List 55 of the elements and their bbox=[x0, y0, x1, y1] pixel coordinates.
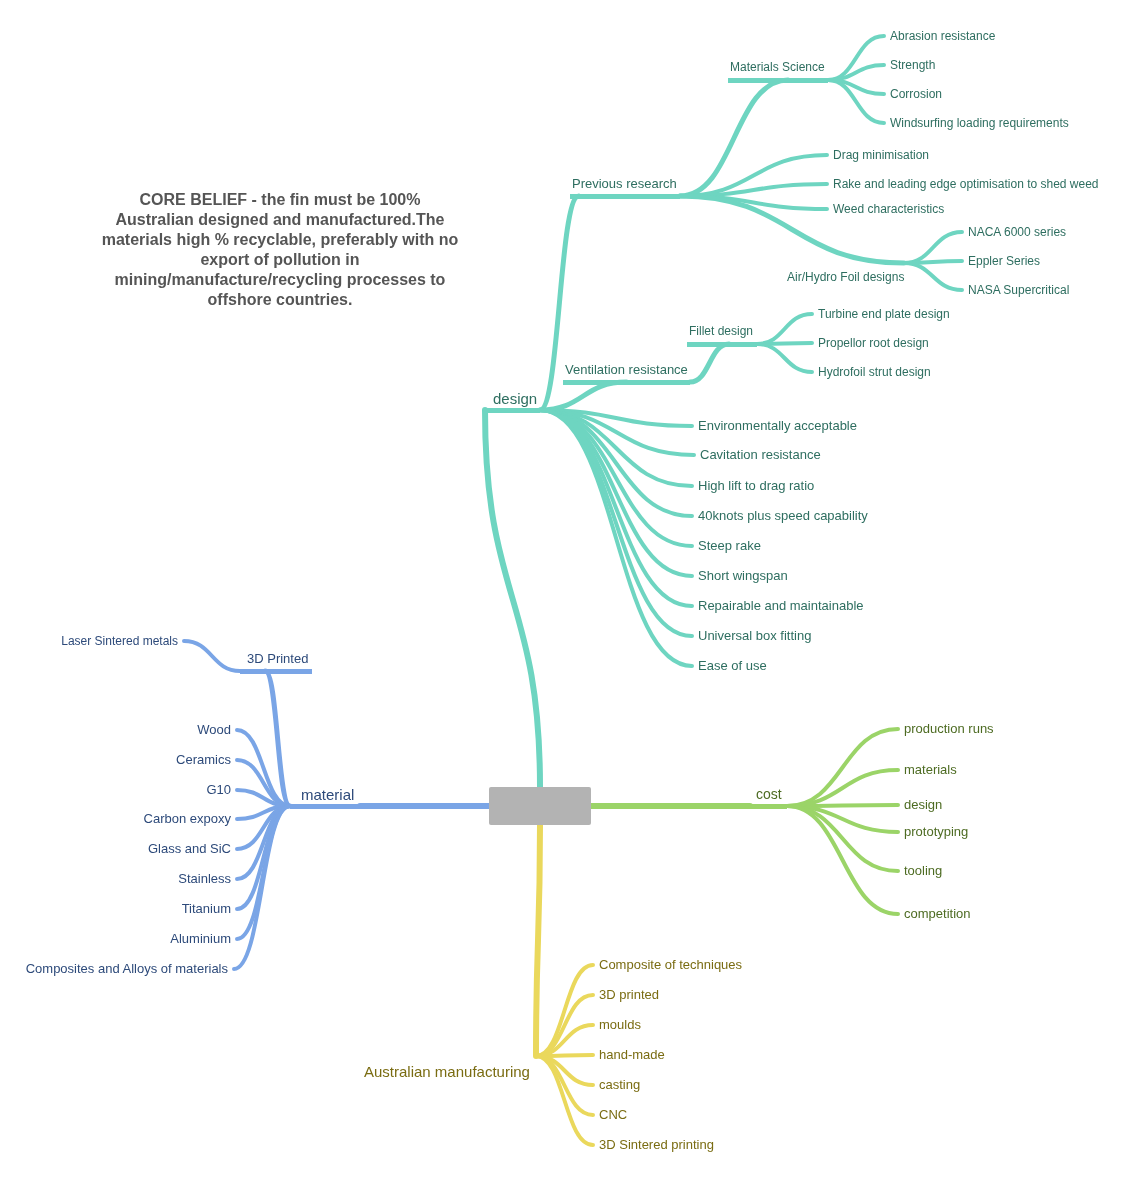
topic-label: Carbon expoxy bbox=[143, 810, 237, 828]
topic-label: Short wingspan bbox=[692, 567, 788, 585]
topic-label: Eppler Series bbox=[962, 252, 1041, 270]
topic-label: Titanium bbox=[181, 900, 237, 918]
branch-line bbox=[677, 193, 907, 266]
topic-label: production runs bbox=[898, 720, 994, 738]
topic-label: Corrosion bbox=[884, 85, 943, 103]
topic-label: moulds bbox=[593, 1016, 641, 1034]
topic-label: Composite of techniques bbox=[593, 956, 743, 974]
topic-label: Steep rake bbox=[692, 537, 761, 555]
topic-label: materials bbox=[898, 761, 957, 779]
topic-label: Stainless bbox=[178, 870, 237, 888]
topic-label: Glass and SiC bbox=[147, 840, 237, 858]
topic-label: Strength bbox=[884, 56, 936, 74]
topic-label: Ceramics bbox=[176, 751, 237, 769]
central-topic-box bbox=[489, 787, 591, 825]
topic-label: Turbine end plate design bbox=[812, 305, 950, 323]
topic-label: NASA Supercritical bbox=[962, 281, 1070, 299]
topic-label: 3D printed bbox=[593, 986, 659, 1004]
topic-label: Repairable and maintainable bbox=[692, 597, 864, 615]
topic-label: 40knots plus speed capability bbox=[692, 507, 868, 525]
topic-label: Wood bbox=[197, 721, 237, 739]
topic-label: Ease of use bbox=[692, 657, 767, 675]
branch-line bbox=[533, 822, 543, 1059]
topic-label: Cavitation resistance bbox=[694, 446, 821, 464]
topic-label: Aluminium bbox=[170, 930, 237, 948]
topic-label: Laser Sintered metals bbox=[61, 632, 184, 650]
topic-label: Windsurfing loading requirements bbox=[884, 114, 1069, 132]
branch-line bbox=[785, 804, 900, 916]
topic-label: Hydrofoil strut design bbox=[812, 363, 931, 381]
topic-label: Universal box fitting bbox=[692, 627, 812, 645]
topic-label: Drag minimisation bbox=[827, 146, 930, 164]
topic-label: CNC bbox=[593, 1106, 628, 1124]
topic-label: competition bbox=[898, 905, 971, 923]
topic-label: casting bbox=[593, 1076, 641, 1094]
topic-label: High lift to drag ratio bbox=[692, 477, 815, 495]
branch-line bbox=[482, 407, 543, 790]
topic-label: 3D Sintered printing bbox=[593, 1136, 714, 1154]
branch-line bbox=[755, 342, 814, 374]
topic-label: Composites and Alloys of materials bbox=[25, 960, 234, 978]
branch-line bbox=[902, 261, 964, 292]
topic-label: G10 bbox=[206, 781, 237, 799]
topic-label: NACA 6000 series bbox=[962, 223, 1067, 241]
note-text: CORE BELIEF - the fin must be 100% Australian designed and manufactured.The materials high % recyclable, preferably with no export of pollution in mining/manufacture/recycling processes to offshore countries. bbox=[100, 190, 460, 310]
topic-label: Propellor root design bbox=[812, 334, 929, 352]
topic-label: prototyping bbox=[898, 823, 969, 841]
topic-label: tooling bbox=[898, 862, 943, 880]
topic-label: hand-made bbox=[593, 1046, 665, 1064]
branch-line bbox=[182, 639, 242, 673]
topic-label: design bbox=[898, 796, 943, 814]
branch-line bbox=[826, 78, 886, 125]
topic-label: Abrasion resistance bbox=[884, 27, 996, 45]
topic-label: Weed characteristics bbox=[827, 200, 945, 218]
topic-label: Environmentally acceptable bbox=[692, 417, 857, 435]
topic-label: Rake and leading edge optimisation to shed weed bbox=[827, 175, 1099, 193]
